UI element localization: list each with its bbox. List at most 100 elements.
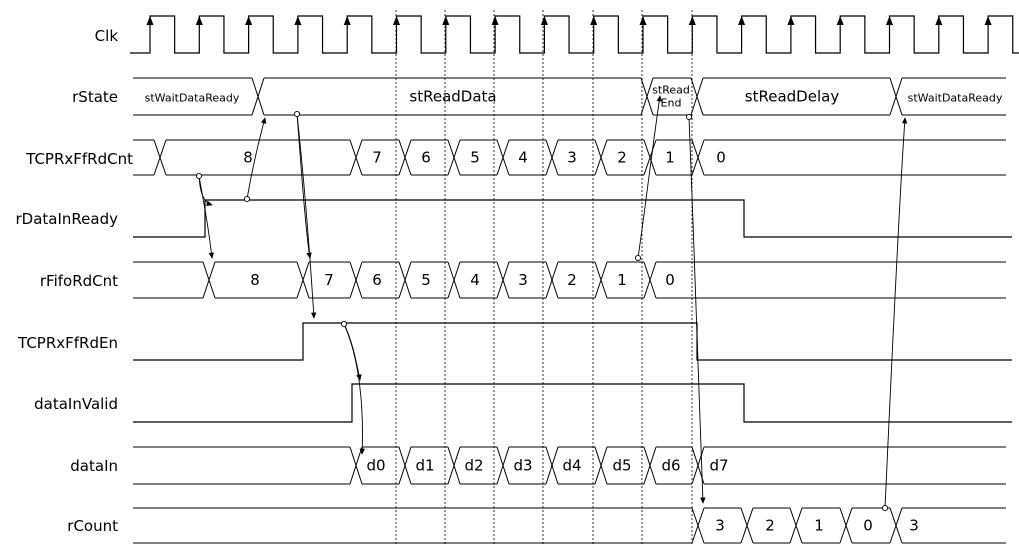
rState-segment [653, 77, 691, 116]
tcprxffrdcnt-value: 8 [243, 149, 253, 167]
tcprxffrdcnt-value: 3 [567, 149, 577, 167]
rState-segment [902, 77, 1006, 116]
clk-rising-edge-arrow [886, 16, 893, 25]
rfifordcnt-transition [545, 261, 559, 299]
datain-segment [362, 446, 399, 485]
datain-segment [133, 446, 350, 485]
rfifordcnt-transition [447, 261, 461, 299]
rcount-value: 3 [909, 517, 919, 535]
tcprxffrdcnt-segment [607, 139, 644, 176]
rState-transition [640, 77, 654, 116]
signal-label-clk: Clk [95, 27, 119, 45]
rfifordcnt-transition [496, 261, 510, 299]
tcprxffrdcnt-segment [509, 139, 546, 176]
dependency-origin-dot [243, 195, 251, 203]
clk-rising-edge-arrow [393, 16, 400, 25]
datainvalid-waveform [133, 383, 1012, 423]
datain-transition [398, 446, 412, 485]
rcount-transition [889, 507, 903, 544]
tcprxffrdcnt-transition [398, 139, 412, 176]
dependency-origin-dot [195, 172, 203, 180]
tcprxffrdcnt-segment [411, 139, 448, 176]
rfifordcnt-segment [656, 261, 1006, 299]
signal-label-rstate: rState [72, 88, 118, 106]
rcount-segment [902, 507, 1006, 544]
rfifordcnt-segment [133, 261, 203, 299]
rState-segment [133, 77, 252, 116]
tcprxffrdcnt-value: 4 [518, 149, 528, 167]
tcprxffrdcnt-value: 6 [421, 149, 431, 167]
signal-label-datain: dataIn [70, 457, 118, 475]
tcprxffrdcnt-transition [643, 139, 657, 176]
rfifordcnt-value: 7 [324, 271, 334, 289]
tcprxffrdcnt-transition [545, 139, 559, 176]
rState-transition [889, 77, 903, 116]
datain-value: d2 [464, 457, 483, 475]
datain-segment [411, 446, 448, 485]
clk-rising-edge-arrow [195, 16, 203, 25]
signal-label-rfifordcnt: rFifoRdCnt [40, 272, 118, 290]
clk-rising-edge-arrow [245, 16, 253, 25]
tcprxffrdcnt-segment [704, 139, 1006, 176]
tcprxffrdcnt-value: 5 [470, 149, 480, 167]
rcount-transition [789, 507, 803, 544]
dependency-arrow [198, 175, 215, 259]
datain-transition [594, 446, 608, 485]
dependency-arrow [198, 175, 213, 206]
tcprxffrdcnt-transition [496, 139, 510, 176]
tcprxffrdcnt-value: 1 [665, 149, 675, 167]
datain-segment [607, 446, 644, 485]
clk-rising-edge-arrow [738, 16, 746, 25]
dependency-arrow [246, 117, 267, 200]
rfifordcnt-value: 0 [665, 271, 675, 289]
rfifordcnt-segment [558, 261, 595, 299]
rcount-transition [839, 507, 853, 544]
datain-value: d4 [562, 457, 581, 475]
datain-segment [704, 446, 1006, 485]
rfifordcnt-transition [398, 261, 412, 299]
rcount-value: 0 [863, 517, 873, 535]
rState-value: stWaitDataReady [145, 92, 240, 105]
datain-segment [460, 446, 497, 485]
rfifordcnt-segment [411, 261, 448, 299]
rcount-value: 2 [765, 517, 775, 535]
rcount-value: 3 [715, 517, 725, 535]
rState-value: stWaitDataReady [908, 92, 1003, 105]
rState-value: stReadData [409, 88, 496, 106]
rState-segment [703, 77, 890, 116]
clk-rising-edge-arrow [540, 16, 548, 25]
tcprxffrdcnt-transition [447, 139, 461, 176]
signal-labels: Clk rState TCPRxFfRdCnt rDataInReady rFi… [16, 27, 134, 535]
rcount-segment [704, 507, 741, 544]
rcount-segment [802, 507, 840, 544]
rfifordcnt-segment [215, 261, 297, 299]
rState-segment [264, 77, 641, 116]
rcount-segment [753, 507, 790, 544]
rfifordcnt-segment [509, 261, 546, 299]
rcount-transition [740, 507, 754, 544]
signal-label-rcount: rCount [67, 517, 118, 535]
clk-rising-edge-arrow [343, 16, 351, 25]
tcprxffrdcnt-transition [691, 139, 705, 176]
rfifordcnt-value: 6 [372, 271, 382, 289]
rfifordcnt-segment [460, 261, 497, 299]
tcprxffrdcnt-value: 2 [617, 149, 627, 167]
clk-rising-edge-arrow [639, 16, 647, 25]
clk-rising-edge-arrow [146, 16, 154, 25]
datain-value: d3 [513, 457, 532, 475]
dependency-arrow [884, 117, 908, 509]
clk-rising-edge-arrow [984, 16, 992, 25]
signal-label-rdatainready: rDataInReady [16, 210, 119, 228]
rfifordcnt-value: 1 [617, 271, 627, 289]
rfifordcnt-value: 2 [567, 271, 577, 289]
rdatainready-waveform [133, 199, 1012, 238]
dependency-arrows [195, 95, 908, 512]
datain-value: d0 [366, 457, 385, 475]
signal-label-tcprxffrden: TCPRxFfRdEn [17, 334, 118, 352]
